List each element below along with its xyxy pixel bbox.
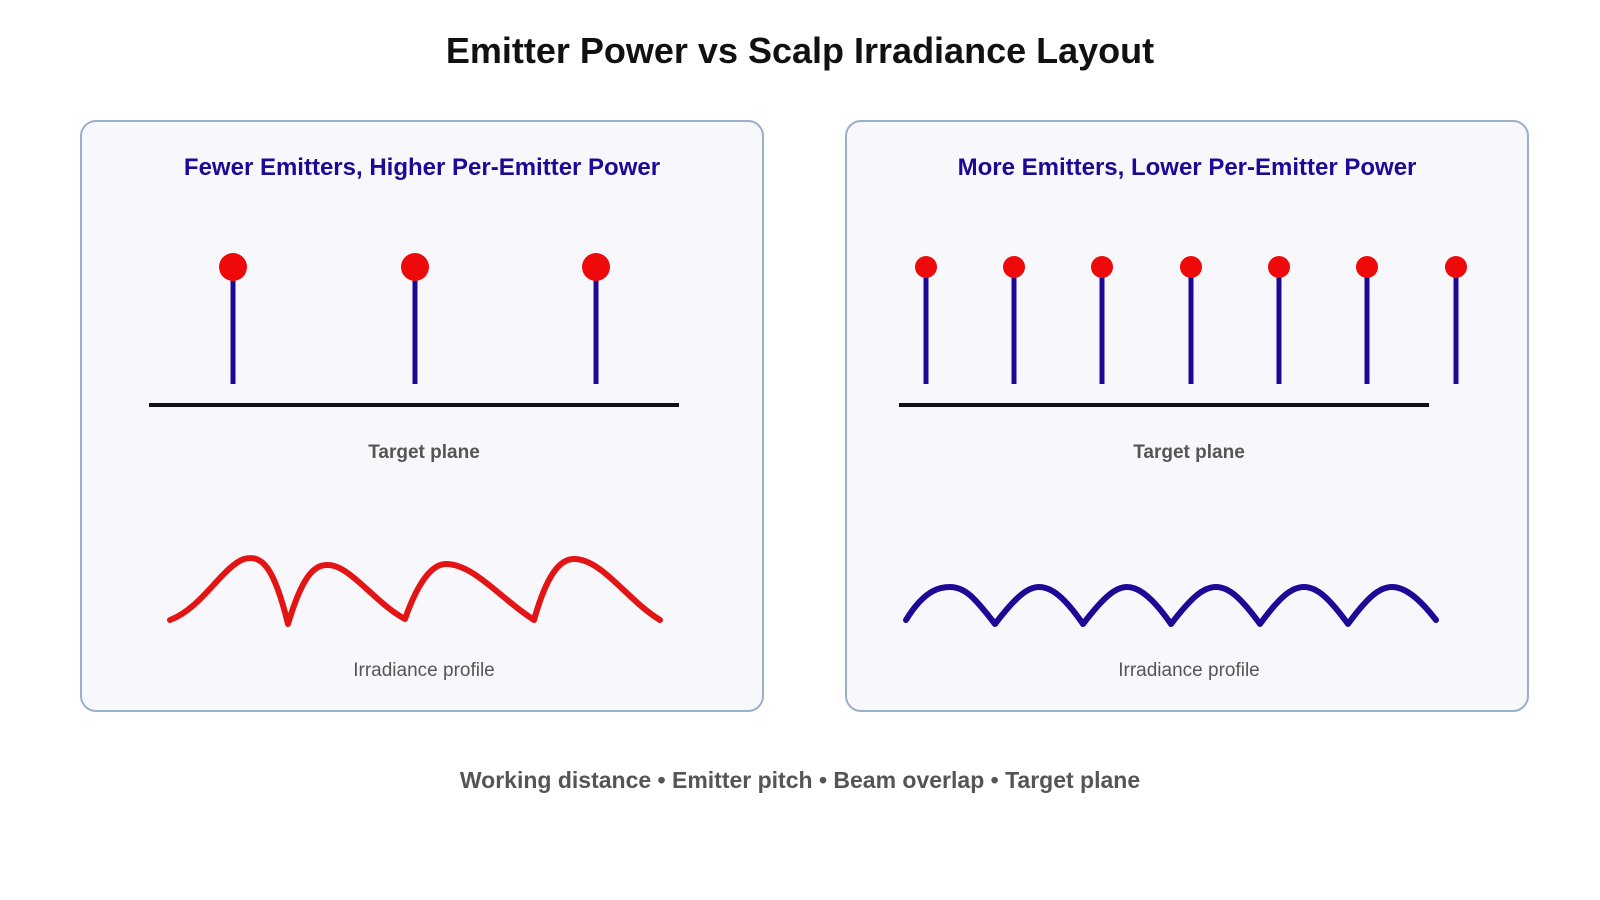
emitter-head [219, 253, 247, 281]
emitter-group [915, 256, 1467, 384]
diagram-title: Emitter Power vs Scalp Irradiance Layout [445, 30, 1155, 71]
emitter-head [1445, 256, 1467, 278]
target-plane-label: Target plane [1133, 442, 1245, 463]
irradiance-profile-label: Irradiance profile [1118, 660, 1260, 681]
emitter-head [1268, 256, 1290, 278]
panel-more-emitters: More Emitters, Lower Per-Emitter Power T… [845, 120, 1529, 712]
emitter-head [1091, 256, 1113, 278]
emitter-head [582, 253, 610, 281]
emitter-head [401, 253, 429, 281]
emitter-diagram [899, 256, 1467, 627]
diagram-footer: Working distance • Emitter pitch • Beam … [459, 767, 1141, 793]
emitter-head [915, 256, 937, 278]
irradiance-profile-curve [903, 584, 1439, 627]
panel-fewer-emitters: Fewer Emitters, Higher Per-Emitter Power… [80, 120, 764, 712]
panel-title: More Emitters, Lower Per-Emitter Power [957, 154, 1417, 181]
emitter-diagram [149, 253, 679, 627]
panel-title: Fewer Emitters, Higher Per-Emitter Power [183, 154, 661, 181]
emitter-head [1003, 256, 1025, 278]
target-plane-label: Target plane [368, 442, 480, 463]
emitter-head [1356, 256, 1378, 278]
emitter-group [219, 253, 610, 384]
emitter-head [1180, 256, 1202, 278]
irradiance-profile-curve [167, 555, 663, 627]
irradiance-profile-label: Irradiance profile [353, 660, 495, 681]
